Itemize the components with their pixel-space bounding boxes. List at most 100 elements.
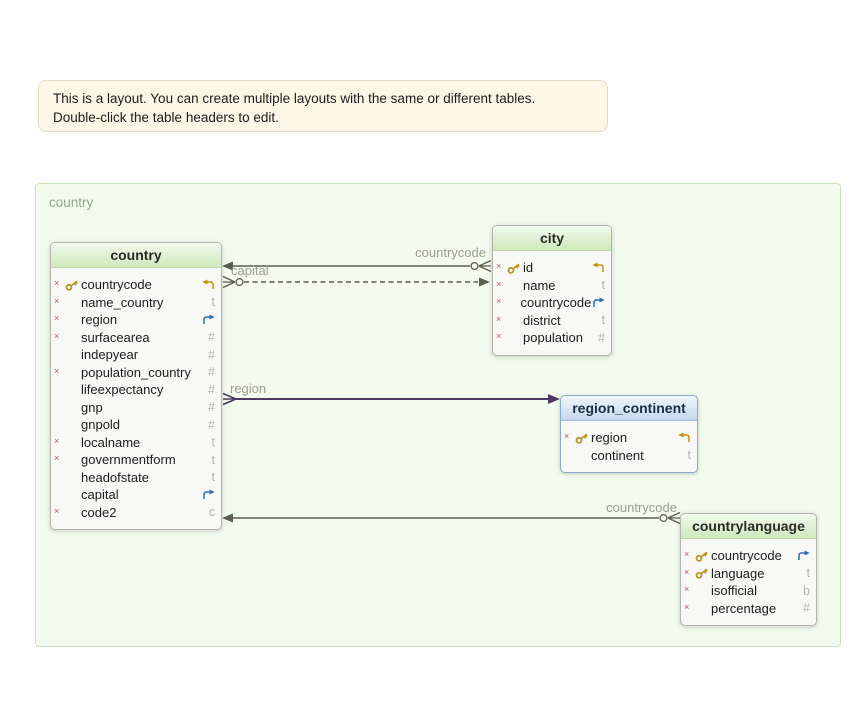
notnull-marker: × [684,566,690,577]
field-row[interactable]: gnp# [51,399,221,417]
field-name: countrycode [520,295,592,311]
type-letter: t [601,313,605,328]
field-row[interactable]: capital [51,486,221,504]
type-letter: # [208,365,215,380]
field-name: percentage [711,600,777,616]
notnull-marker [54,346,64,349]
notnull-marker: × [496,261,502,271]
notnull-marker: × [54,295,60,306]
note-line-2: Double-click the table headers to edit. [53,110,279,125]
notnull-marker: × [684,584,690,594]
field-name: population [523,330,583,346]
type-letter: # [598,330,605,345]
notnull-marker: × [684,601,690,612]
field-name: countrycode [711,548,782,564]
field-row[interactable]: × district t [493,312,611,330]
field-row[interactable]: × name_country t [51,294,221,312]
type-letter: # [208,400,215,415]
field-name: district [523,312,561,328]
notnull-marker: × [496,278,502,289]
field-name: continent [591,447,644,463]
referenced-key-arrow-icon [200,279,215,290]
type-letter: t [806,566,810,581]
field-row[interactable]: × population # [493,329,611,347]
field-row[interactable]: × localname t [51,434,221,452]
field-name: surfacearea [81,329,150,345]
relation-label-capital: capital [231,263,269,278]
notnull-marker: × [496,296,502,306]
primary-key-icon [64,278,81,292]
primary-key-icon [574,431,591,445]
table-header-country[interactable]: country [51,243,221,268]
referenced-key-arrow-icon [590,262,605,273]
field-name: language [711,565,765,581]
field-row[interactable]: indepyear# [51,346,221,364]
field-row[interactable]: continent t [561,447,697,465]
notnull-marker: × [684,549,690,559]
table-title: city [539,230,565,246]
type-letter: t [211,470,215,485]
type-letter: # [208,382,215,397]
field-row[interactable]: × id [493,259,611,277]
table-header-countrylanguage[interactable]: countrylanguage [681,514,816,539]
field-name: id [523,260,534,276]
foreign-key-arrow-icon [200,489,215,500]
notnull-marker: × [496,313,502,324]
field-row[interactable]: gnpold# [51,416,221,434]
primary-key-icon [694,549,711,563]
notnull-marker: × [54,435,60,446]
field-row[interactable]: ×population_country# [51,364,221,382]
type-letter: # [208,417,215,432]
field-name: name [523,277,556,293]
field-row[interactable]: × countrycode [493,294,611,312]
table-header-region-continent[interactable]: region_continent [561,396,697,421]
type-letter: t [687,448,691,463]
notnull-marker [54,399,64,402]
field-row[interactable]: ×region [51,311,221,329]
field-name: localname [81,434,141,450]
field-row[interactable]: lifeexpectancy# [51,381,221,399]
table-countrylanguage[interactable]: countrylanguage × countrycode × language t × i… [680,513,817,626]
type-letter: t [211,295,215,310]
field-row[interactable]: × countrycode [681,547,816,565]
field-row[interactable]: × countrycode [51,276,221,294]
field-name: region [591,430,628,446]
field-row[interactable]: ×surfacearea# [51,329,221,347]
notnull-marker: × [496,331,502,341]
table-title: region_continent [572,400,686,416]
field-row[interactable]: × percentage # [681,600,816,618]
table-header-city[interactable]: city [493,226,611,251]
foreign-key-arrow-icon [795,550,810,561]
type-letter: t [211,435,215,450]
notnull-marker: × [54,313,60,323]
notnull-marker: × [54,278,60,288]
foreign-key-arrow-icon [200,314,215,325]
note-line-1: This is a layout. You can create multipl… [53,91,536,106]
field-name: countrycode [81,277,152,293]
relation-label-region: region [230,381,267,396]
field-row[interactable]: × language t [681,565,816,583]
field-name: isofficial [711,583,758,599]
field-name: indepyear [81,347,139,363]
field-name: capital [81,487,119,503]
notnull-marker [54,416,64,419]
table-title: country [110,247,162,263]
field-name: name_country [81,294,164,310]
type-letter: # [803,601,810,616]
type-letter: # [208,330,215,345]
field-row[interactable]: ×region [561,429,697,447]
type-letter: t [211,452,215,467]
layout-container-label[interactable]: country [49,195,94,210]
